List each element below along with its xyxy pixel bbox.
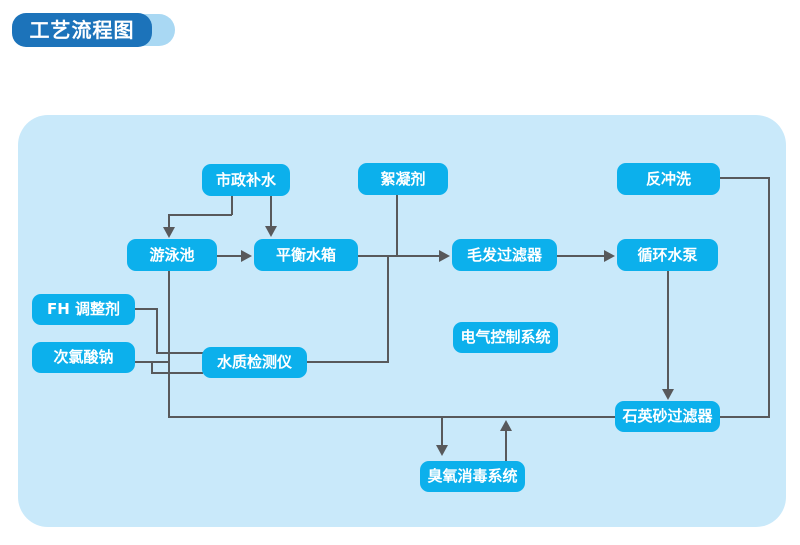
connector-line	[168, 214, 232, 216]
arrowhead-right-icon	[604, 250, 615, 262]
arrowhead-up-icon	[500, 420, 512, 431]
page-title: 工艺流程图	[12, 13, 152, 47]
node-balance-tank: 平衡水箱	[254, 239, 358, 271]
connector-line	[557, 255, 606, 257]
node-fh-adjuster: FH 调整剂	[32, 294, 135, 325]
node-flocculant: 絮凝剂	[358, 163, 448, 195]
node-sodium-hypochlorite: 次氯酸钠	[32, 342, 135, 373]
node-municipal-water: 市政补水	[202, 164, 290, 196]
connector-line	[505, 428, 507, 462]
connector-line	[151, 361, 153, 373]
connector-line	[135, 308, 158, 310]
node-electrical-control-system: 电气控制系统	[453, 322, 558, 353]
arrowhead-down-icon	[163, 227, 175, 238]
node-ozone-disinfection-system: 臭氧消毒系统	[420, 461, 525, 492]
node-circulation-pump: 循环水泵	[617, 239, 718, 271]
connector-line	[168, 214, 170, 229]
node-hair-filter: 毛发过滤器	[452, 239, 557, 271]
connector-line	[270, 196, 272, 228]
connector-line	[217, 255, 243, 257]
connector-line	[358, 255, 441, 257]
node-swimming-pool: 游泳池	[127, 239, 217, 271]
node-backwash: 反冲洗	[617, 163, 720, 195]
connector-line	[667, 271, 669, 392]
connector-line	[168, 271, 170, 418]
node-water-quality-detector: 水质检测仪	[202, 347, 307, 378]
connector-line	[156, 352, 203, 354]
connector-line	[231, 196, 233, 215]
connector-line	[307, 361, 389, 363]
connector-line	[168, 416, 615, 418]
arrowhead-down-icon	[436, 445, 448, 456]
connector-line	[156, 308, 158, 353]
arrowhead-right-icon	[439, 250, 450, 262]
connector-line	[396, 195, 398, 257]
connector-line	[768, 177, 770, 418]
arrowhead-right-icon	[241, 250, 252, 262]
connector-line	[441, 416, 443, 446]
connector-line	[151, 372, 203, 374]
node-quartz-sand-filter: 石英砂过滤器	[615, 401, 720, 432]
arrowhead-down-icon	[662, 389, 674, 400]
connector-line	[720, 416, 770, 418]
arrowhead-down-icon	[265, 226, 277, 237]
connector-line	[720, 177, 770, 179]
connector-line	[387, 256, 389, 362]
